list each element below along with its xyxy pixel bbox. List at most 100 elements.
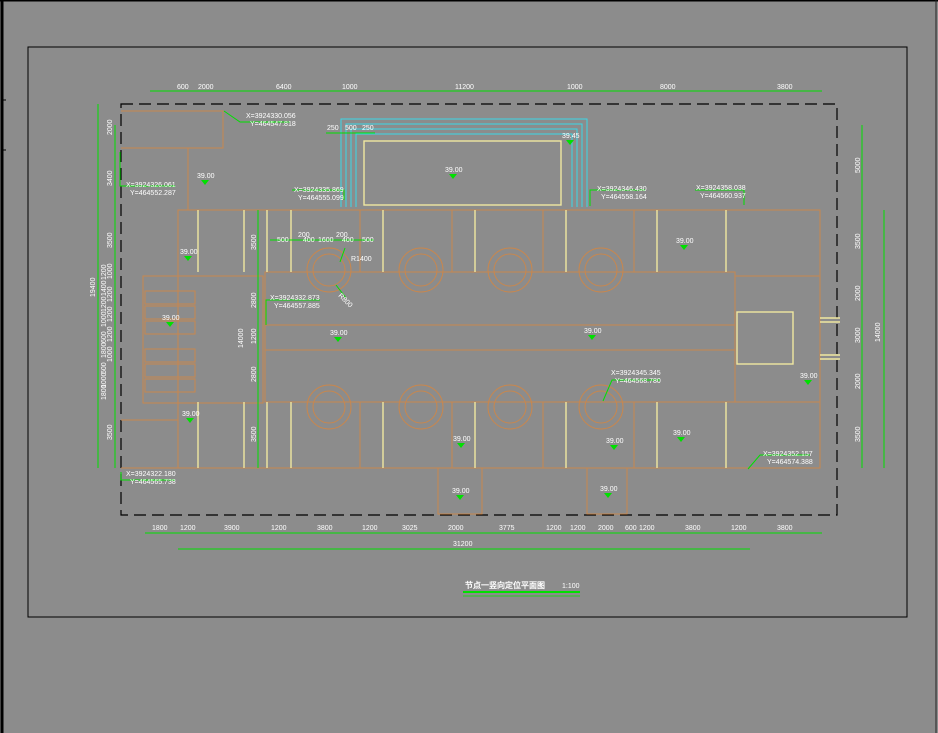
bottom-dim-label: 3025	[402, 525, 418, 532]
coordinate-x-label: X=3924346.430	[597, 186, 647, 193]
inner-left-total-label: 14000	[238, 328, 245, 348]
left-small-dim-label: 1200	[101, 264, 108, 280]
bottom-dim-label: 2000	[598, 525, 614, 532]
coordinate-x-label: X=3924335.869	[294, 187, 344, 194]
elevation-label: 39.00	[606, 438, 624, 445]
elevation-label: 39.00	[452, 488, 470, 495]
bottom-dim-label: 1200	[362, 525, 378, 532]
right-dim-label: 2000	[855, 373, 862, 389]
elevation-marker-icon	[804, 380, 812, 385]
left-dim-label: 2000	[107, 119, 114, 135]
top-dim-label: 6400	[276, 84, 292, 91]
water-feature-edge	[340, 118, 588, 207]
elevation-label: 39.00	[445, 167, 463, 174]
bottom-dim-label: 1200	[639, 525, 655, 532]
bottom-dim-label: 3900	[224, 525, 240, 532]
elevation-marker-icon	[588, 335, 596, 340]
top-dim-label: 1000	[567, 84, 583, 91]
right-dim-label: 3500	[855, 233, 862, 249]
left-dim-label: 1200	[107, 286, 114, 302]
elevation-label: 39.00	[197, 173, 215, 180]
left-small-dim-label: 1000	[101, 372, 108, 388]
coordinate-labels: X=3924330.056Y=464547.818X=3924326.061Y=…	[126, 113, 813, 486]
bottom-dim-label: 600	[625, 525, 637, 532]
elevation-label: 39.00	[676, 238, 694, 245]
elevation-marker-icon	[184, 256, 192, 261]
top-small-dim-label: 250	[327, 125, 339, 132]
left-small-dim-label: 600	[101, 331, 108, 343]
left-dim-label: 3400	[107, 170, 114, 186]
elevation-label: 39.00	[453, 436, 471, 443]
top-small-dim-label: 250	[362, 125, 374, 132]
coordinate-x-label: X=3924322.180	[126, 471, 176, 478]
radius-label: R800	[337, 292, 354, 309]
bottom-dim-label: 1200	[271, 525, 287, 532]
coordinate-x-label: X=3924332.873	[270, 295, 320, 302]
circle-dim-label: 200	[336, 232, 348, 239]
left-small-dim-label: 1800	[101, 384, 108, 400]
elevation-label: 39.00	[800, 373, 818, 380]
coordinate-x-label: X=3924358.038	[696, 185, 746, 192]
bottom-dim-label: 3800	[317, 525, 333, 532]
top-dim-label: 1000	[342, 84, 358, 91]
elevation-label: 39.00	[162, 315, 180, 322]
left-dim-label: 1200	[107, 326, 114, 342]
left-small-dim-label: 1200	[101, 296, 108, 312]
inner-left-dim-label: 2800	[251, 366, 258, 382]
left-dim-label: 1000	[107, 263, 114, 279]
elevation-marker-icon	[334, 337, 342, 342]
bottom-dim-label: 1800	[152, 525, 168, 532]
elevation-label: 39.00	[584, 328, 602, 335]
bottom-dim-label: 3800	[685, 525, 701, 532]
right-dim-label: 3000	[855, 327, 862, 343]
plan-outline	[121, 110, 821, 515]
drawing-title-block: 节点一竖向定位平面图 1:100	[463, 580, 580, 597]
circle-dim-label: 200	[298, 232, 310, 239]
coordinate-x-label: X=3924326.061	[126, 182, 176, 189]
elevation-label: 39.00	[180, 249, 198, 256]
inner-left-dim-label: 3500	[251, 426, 258, 442]
coordinate-y-label: Y=464557.885	[274, 303, 320, 310]
coordinate-y-label: Y=464547.818	[250, 121, 296, 128]
dimension-lines	[97, 90, 885, 550]
elevation-marker-icon	[201, 180, 209, 185]
coordinate-y-label: Y=464555.099	[298, 195, 344, 202]
left-small-dim-label: 1800	[101, 342, 108, 358]
elevation-marker-icon	[457, 443, 465, 448]
right-dim-label: 2000	[855, 285, 862, 301]
inner-left-dim-label: 1200	[251, 328, 258, 344]
bottom-dim-label: 1200	[570, 525, 586, 532]
coordinate-y-label: Y=464552.287	[130, 190, 176, 197]
elevation-marker-icon	[449, 174, 457, 179]
elevation-label: 39.00	[330, 330, 348, 337]
elevation-label: 39.00	[600, 486, 618, 493]
radius-label: R1400	[351, 256, 372, 263]
elevation-marker-icon	[610, 445, 618, 450]
bottom-dim-label: 1200	[731, 525, 747, 532]
left-total-label: 19400	[90, 277, 97, 297]
elevation-label: 39.00	[182, 411, 200, 418]
left-small-dim-label: 1000	[101, 311, 108, 327]
coordinate-x-label: X=3924352.157	[763, 451, 813, 458]
coordinate-y-label: Y=464565.738	[130, 479, 176, 486]
inner-left-dim-label: 3500	[251, 234, 258, 250]
coordinate-y-label: Y=464574.388	[767, 459, 813, 466]
bottom-dim-label: 2000	[448, 525, 464, 532]
coordinate-y-label: Y=464560.937	[700, 193, 746, 200]
leader-lines	[119, 110, 810, 481]
coordinate-y-label: Y=464568.780	[615, 378, 661, 385]
top-small-dim-label: 500	[345, 125, 357, 132]
top-dim-label: 2000	[198, 84, 214, 91]
elevation-label: 39.00	[673, 430, 691, 437]
circle-dim-label: 500	[362, 237, 374, 244]
coordinate-x-label: X=3924345.345	[611, 370, 661, 377]
bottom-dim-label: 1200	[546, 525, 562, 532]
right-total-label: 14000	[875, 322, 882, 342]
column-lines	[197, 140, 840, 468]
top-dim-label: 8000	[660, 84, 676, 91]
left-dim-label: 1200	[107, 306, 114, 322]
